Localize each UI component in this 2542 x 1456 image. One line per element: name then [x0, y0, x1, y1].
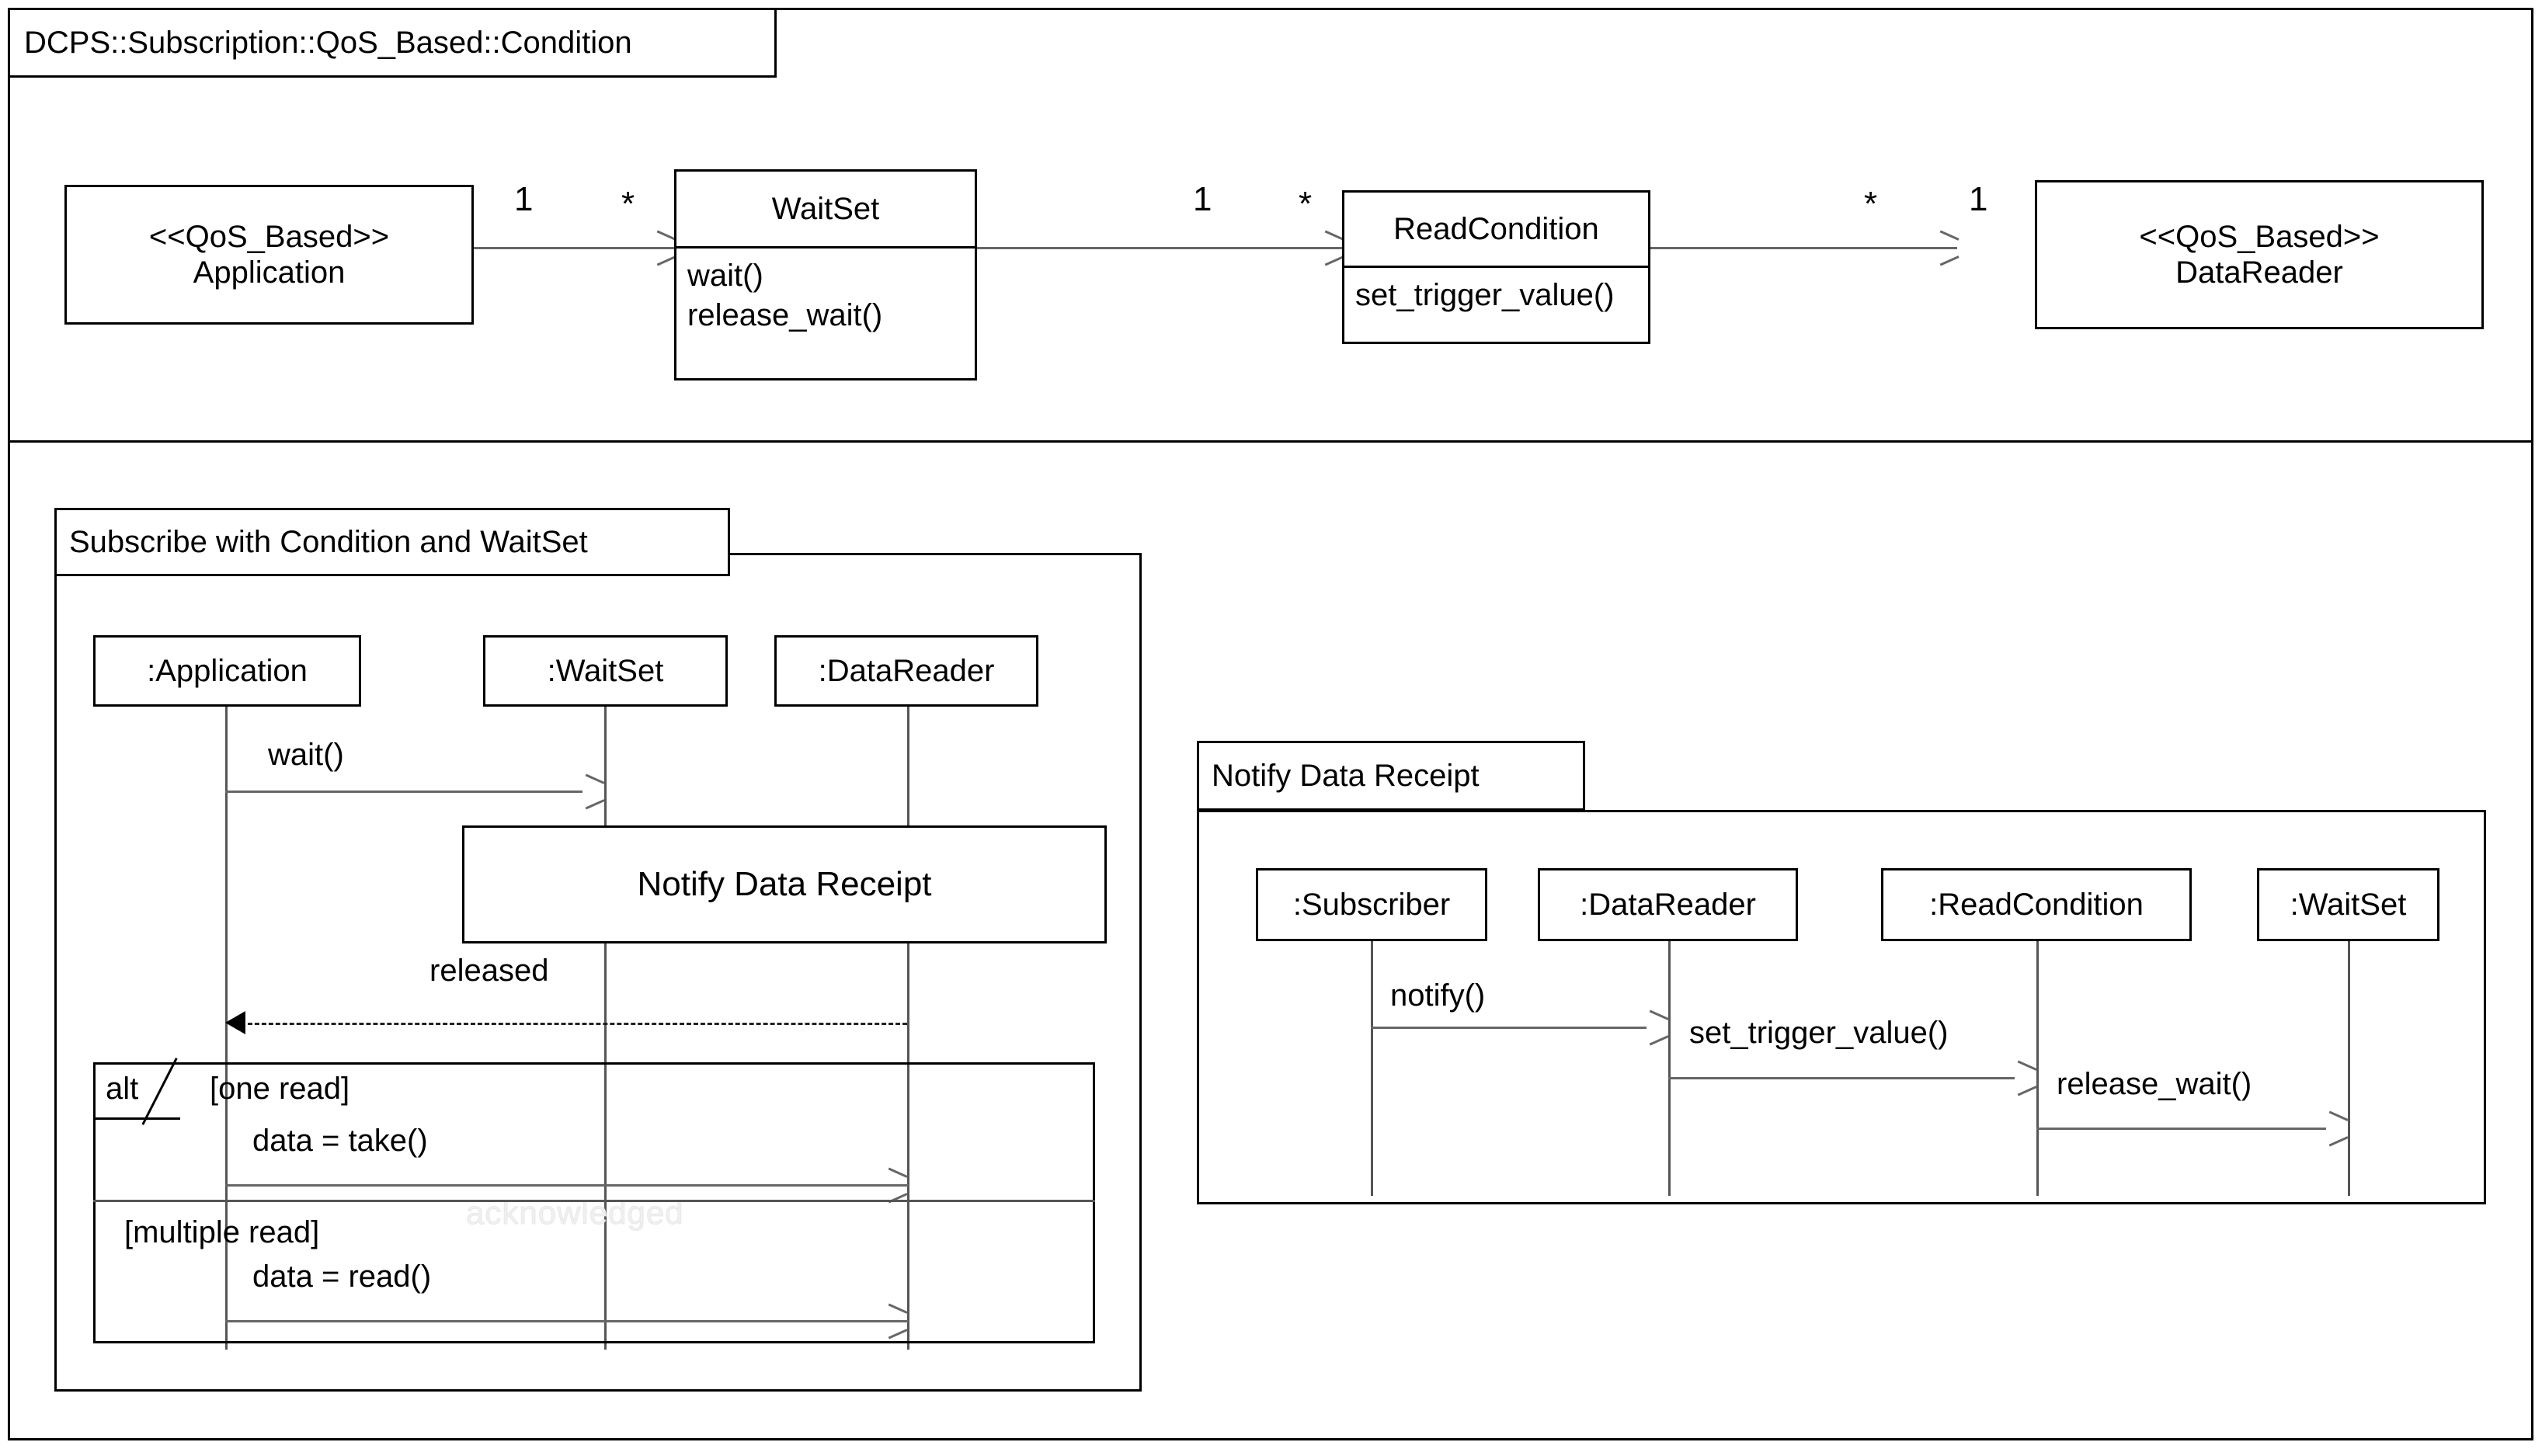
sequence-right-frame-label: Notify Data Receipt [1197, 741, 1585, 811]
interaction-use-notify-data-receipt-label: Notify Data Receipt [637, 865, 932, 903]
lifeline-head-datareader-left-label: :DataReader [818, 653, 995, 688]
lifeline-head-readcondition-right[interactable]: :ReadCondition [1881, 868, 2192, 941]
assoc-readcondition-datareader-line [1650, 247, 1957, 249]
lifeline-head-waitset-right[interactable]: :WaitSet [2257, 868, 2439, 941]
lifeline-head-waitset-right-label: :WaitSet [2290, 887, 2407, 922]
sequence-right-frame-label-text: Notify Data Receipt [1212, 758, 1480, 793]
class-readcondition[interactable]: ReadCondition set_trigger_value() [1342, 190, 1650, 344]
class-waitset[interactable]: WaitSet wait() release_wait() [674, 169, 977, 381]
lifeline-readcondition-right [2036, 941, 2039, 1196]
message-line-wait [225, 791, 582, 793]
class-waitset-name: WaitSet [771, 192, 880, 226]
lifeline-datareader-left [907, 703, 909, 1350]
message-label-set-trigger-value: set_trigger_value() [1689, 1016, 1949, 1050]
package-label: DCPS::Subscription::QoS_Based::Condition [8, 8, 777, 78]
lifeline-head-application-label: :Application [147, 653, 308, 688]
class-waitset-operations: wait() release_wait() [676, 246, 975, 381]
class-application[interactable]: <<QoS_Based>> Application [64, 185, 474, 325]
multiplicity-readcondition-datareader-source: * [1864, 185, 1878, 223]
class-application-stereotype: <<QoS_Based>> [148, 220, 390, 254]
package-title: DCPS::Subscription::QoS_Based::Condition [24, 25, 632, 60]
class-datareader[interactable]: <<QoS_Based>> DataReader [2035, 180, 2484, 329]
multiplicity-waitset-readcondition-target: * [1299, 185, 1313, 223]
message-label-release-wait: release_wait() [2057, 1067, 2252, 1101]
lifeline-waitset-right [2348, 941, 2350, 1196]
combined-fragment-alt-divider [93, 1200, 1095, 1202]
message-line-data-read [225, 1320, 909, 1322]
lifeline-head-datareader-right[interactable]: :DataReader [1538, 868, 1798, 941]
combined-fragment-alt-pentagon [93, 1062, 180, 1120]
combined-fragment-alt [93, 1062, 1095, 1343]
message-line-set-trigger-value [1668, 1077, 2015, 1079]
class-readcondition-op-0: set_trigger_value() [1355, 278, 1615, 312]
message-label-data-read: data = read() [252, 1260, 432, 1294]
combined-fragment-alt-guard-1: [multiple read] [124, 1215, 320, 1249]
message-line-notify [1371, 1027, 1647, 1029]
message-label-notify: notify() [1390, 978, 1486, 1013]
lifeline-subscriber [1371, 941, 1373, 1196]
class-readcondition-name: ReadCondition [1393, 212, 1599, 246]
combined-fragment-alt-guard-0: [one read] [210, 1072, 350, 1106]
message-arrowhead-released [225, 1011, 245, 1034]
message-line-data-take [225, 1184, 909, 1187]
lifeline-datareader-right [1668, 941, 1671, 1196]
class-waitset-op-0: wait() [687, 259, 763, 293]
class-datareader-name: DataReader [2175, 255, 2343, 290]
lifeline-head-datareader-right-label: :DataReader [1580, 887, 1756, 922]
lifeline-head-readcondition-right-label: :ReadCondition [1929, 887, 2144, 922]
sequence-left-frame-label: Subscribe with Condition and WaitSet [54, 508, 730, 576]
class-waitset-op-1: release_wait() [687, 298, 883, 333]
message-label-released: released [429, 954, 549, 988]
combined-fragment-alt-operator: alt [106, 1072, 139, 1106]
assoc-waitset-readcondition-line [977, 247, 1342, 249]
lifeline-head-datareader-left[interactable]: :DataReader [774, 635, 1038, 707]
lifeline-head-subscriber-label: :Subscriber [1292, 887, 1451, 922]
interaction-use-notify-data-receipt[interactable]: Notify Data Receipt [462, 825, 1107, 943]
class-datareader-stereotype: <<QoS_Based>> [2139, 220, 2380, 254]
multiplicity-readcondition-datareader-target: 1 [1969, 180, 1988, 218]
multiplicity-application-waitset-target: * [621, 185, 635, 223]
multiplicity-waitset-readcondition-source: 1 [1193, 180, 1212, 218]
message-label-data-take: data = take() [252, 1124, 428, 1158]
package-compartment-divider [8, 440, 2533, 443]
lifeline-head-subscriber[interactable]: :Subscriber [1256, 868, 1487, 941]
class-readcondition-operations: set_trigger_value() [1344, 266, 1648, 344]
multiplicity-application-waitset-source: 1 [514, 180, 534, 218]
message-line-released [241, 1023, 907, 1025]
combined-fragment-alt-operator-tag: alt [93, 1058, 217, 1140]
assoc-application-waitset-line [474, 247, 674, 249]
message-label-wait: wait() [268, 738, 344, 772]
class-application-name: Application [193, 255, 346, 290]
message-line-release-wait [2036, 1128, 2326, 1130]
lifeline-head-application[interactable]: :Application [93, 635, 361, 707]
sequence-left-frame-label-text: Subscribe with Condition and WaitSet [69, 524, 588, 559]
lifeline-waitset-left [604, 703, 607, 1350]
lifeline-head-waitset-left-label: :WaitSet [547, 653, 664, 688]
lifeline-head-waitset-left[interactable]: :WaitSet [483, 635, 728, 707]
